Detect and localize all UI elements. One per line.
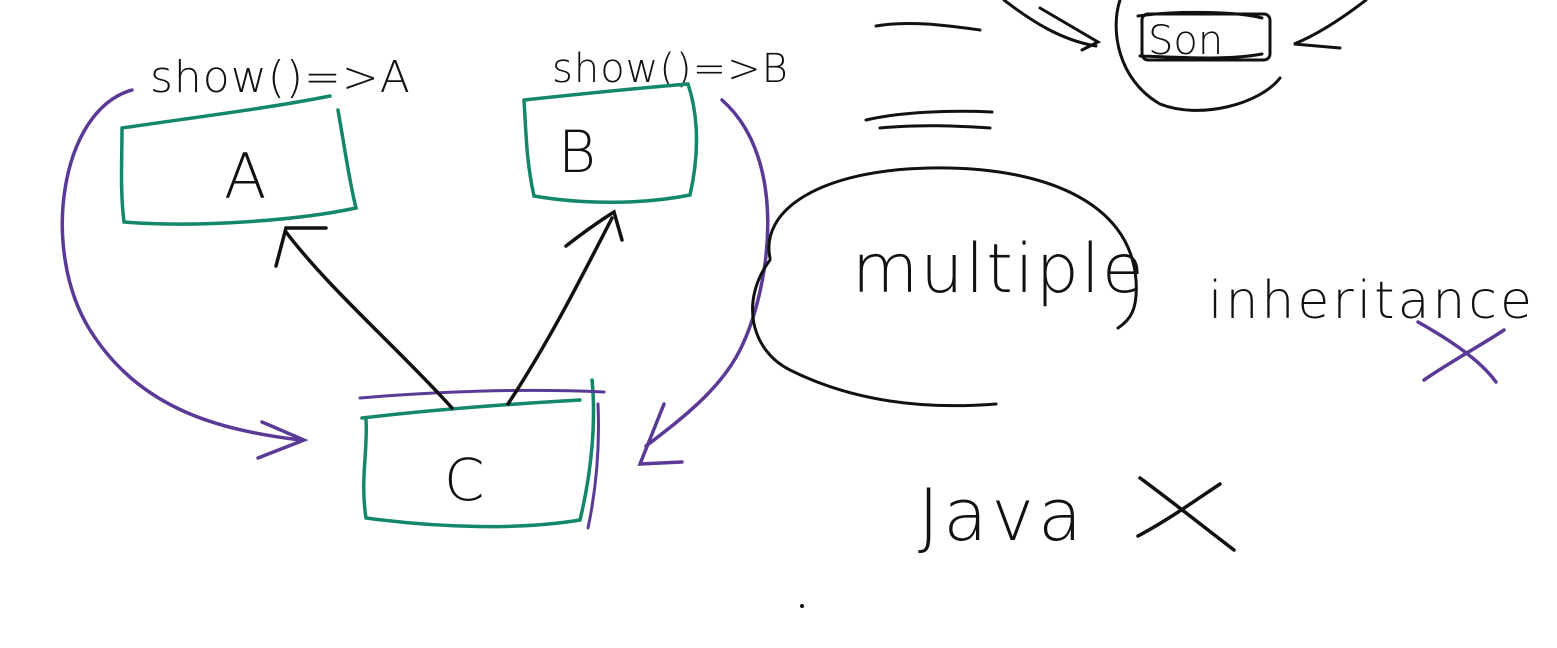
arrow-c-to-b-head [564, 209, 624, 248]
box-c: C [358, 378, 606, 530]
cross-java-icon [1136, 476, 1236, 552]
call-arrows [60, 88, 770, 466]
box-c-label: C [444, 446, 485, 514]
box-b: B [522, 82, 699, 204]
arrow-c-to-a-head [274, 226, 328, 268]
top-scribble [864, 0, 1368, 130]
son-box-label: Son [1148, 18, 1223, 64]
box-a-label: A [224, 140, 266, 213]
arrow-a-to-c-head [256, 420, 309, 460]
inheritance-label: inheritance [1208, 271, 1535, 331]
multiple-label: multiple [852, 230, 1146, 309]
arrow-c-to-a [284, 230, 454, 410]
box-b-label: B [558, 118, 596, 186]
multiple-blob: multiple [751, 166, 1146, 408]
arrow-b-to-c-head [637, 402, 684, 466]
stray-dot [800, 604, 804, 608]
inheritance-arrows [274, 209, 624, 410]
cross-inheritance-icon [1416, 320, 1506, 384]
show-a-label: show()=>A [150, 52, 411, 103]
arrow-a-to-c [60, 88, 302, 442]
arrow-c-to-b [506, 216, 614, 406]
son-box: Son [1140, 12, 1272, 64]
arrow-b-to-c [644, 98, 770, 448]
java-label: Java [918, 473, 1086, 557]
box-a: A [119, 94, 359, 226]
